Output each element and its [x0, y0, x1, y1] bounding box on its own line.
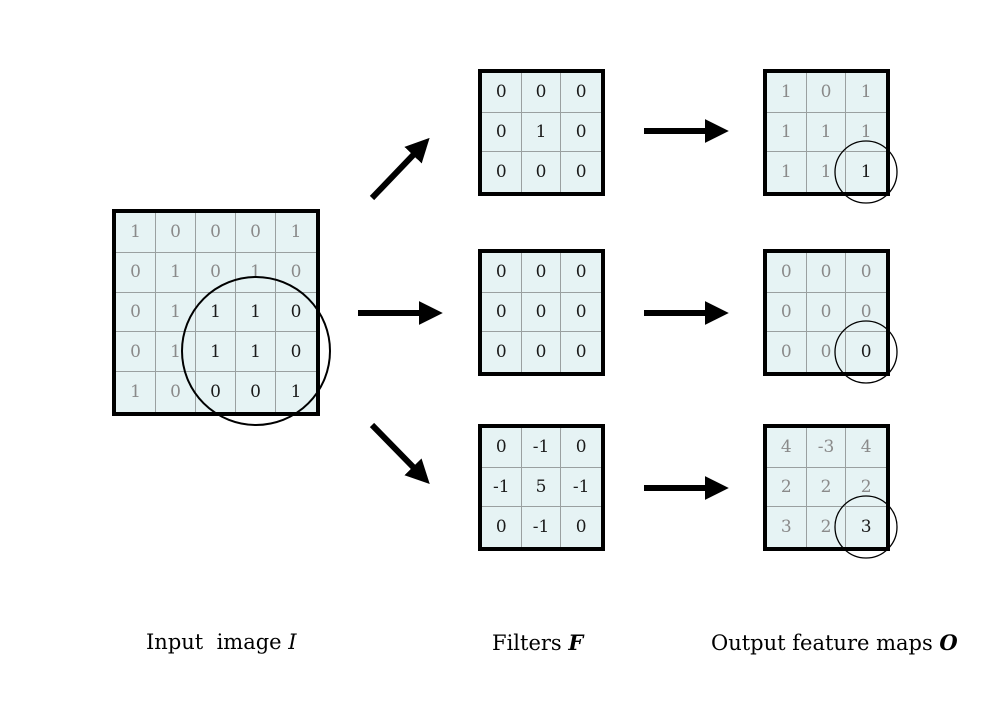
input-image-caption: Input image I [146, 630, 297, 654]
grid-cell: -1 [561, 468, 601, 508]
grid-cell: 4 [767, 428, 807, 468]
grid-cell: 1 [806, 112, 847, 153]
grid-cell: 1 [156, 252, 196, 293]
grid-cell: 1 [236, 252, 276, 293]
grid-cell: 0 [522, 152, 562, 192]
grid-cell: 1 [276, 213, 316, 253]
grid-cell: 0 [575, 342, 587, 363]
grid-cell: -1 [522, 507, 562, 547]
grid-cell: 0 [482, 112, 522, 153]
grid-cell: 0 [236, 213, 276, 253]
grid-cell: 0 [482, 332, 522, 372]
grid-cell: -1 [482, 467, 522, 508]
grid-cell: 2 [846, 468, 886, 508]
output-symbol: O [939, 630, 958, 655]
grid-cell: 0 [482, 428, 522, 468]
grid-cell: 1 [156, 292, 196, 333]
grid-cell: 2 [767, 467, 807, 508]
grid-cell: 0 [561, 73, 601, 113]
grid-cell: 0 [561, 428, 601, 468]
grid-cell: 1 [767, 73, 807, 113]
grid-cell: 0 [806, 292, 847, 333]
grid-cell: 0 [276, 332, 316, 373]
grid-cell: 2 [807, 507, 847, 547]
grid-cell: 0 [846, 293, 886, 333]
grid-cell: 0 [482, 253, 522, 293]
grid-cell: 0 [156, 213, 196, 253]
grid-cell: 1 [236, 332, 276, 373]
grid-cell: 1 [767, 152, 807, 192]
filters-caption: Filters F [492, 630, 584, 655]
arrow-to-filter-3 [369, 422, 430, 485]
grid-cell: 0 [521, 253, 562, 293]
grid-cell: 1 [767, 112, 807, 153]
grid-cell: 0 [846, 253, 886, 293]
grid-cell: 1 [156, 332, 196, 373]
grid-cell: 0 [276, 293, 316, 333]
grid-cell: 1 [846, 73, 886, 113]
grid-cell: 2 [806, 467, 847, 508]
grid-cell: 0 [116, 332, 156, 373]
grid-cell: 0 [561, 253, 601, 293]
grid-cell: 0 [196, 252, 236, 293]
grid-cell: 1 [236, 292, 276, 333]
grid-cell: 1 [860, 162, 872, 183]
grid-cell: 0 [522, 332, 562, 372]
grid-cell: 0 [196, 213, 236, 253]
grid-cell: -1 [521, 428, 562, 468]
input-image-symbol: I [288, 630, 297, 654]
grid-cell: 1 [116, 213, 156, 253]
grid-cell: 0 [236, 372, 276, 412]
grid-cell: 0 [276, 253, 316, 293]
grid-cell: 0 [482, 73, 522, 113]
grid-cell: 0 [196, 372, 236, 412]
grid-cell: 0 [482, 507, 522, 547]
grid-cell: 0 [860, 342, 872, 363]
grid-cell: 1 [196, 292, 236, 333]
grid-cell: 0 [521, 292, 562, 333]
grid-cell: 0 [806, 253, 847, 293]
grid-cell: 1 [116, 372, 156, 412]
grid-cell: 0 [116, 292, 156, 333]
grid-cell: 0 [575, 162, 587, 183]
grid-cell: 5 [521, 467, 562, 508]
grid-cell: 0 [156, 372, 196, 412]
grid-cell: -3 [806, 428, 847, 468]
grid-cell: 0 [575, 517, 587, 538]
grid-cell: 0 [561, 113, 601, 153]
arrow-to-filter-1 [369, 137, 430, 201]
grid-cell: 0 [767, 253, 807, 293]
grid-cell: 1 [846, 113, 886, 153]
grid-cell: 1 [290, 382, 302, 403]
grid-cell: 0 [806, 73, 847, 113]
grid-cell: 0 [116, 252, 156, 293]
grid-cell: 3 [860, 517, 872, 538]
filters-symbol: F [568, 630, 584, 655]
grid-cell: 0 [807, 332, 847, 372]
grid-cell: 4 [846, 428, 886, 468]
grid-cell: 0 [767, 292, 807, 333]
grid-cell: 0 [482, 152, 522, 192]
grid-cell: 0 [561, 293, 601, 333]
grid-cell: 1 [196, 332, 236, 373]
grid-cell: 0 [521, 73, 562, 113]
grid-cell: 3 [767, 507, 807, 547]
grid-cell: 0 [767, 332, 807, 372]
grid-cell: 1 [807, 152, 847, 192]
output-caption: Output feature maps O [711, 630, 958, 655]
grid-cell: 1 [521, 112, 562, 153]
grid-cell: 0 [482, 292, 522, 333]
